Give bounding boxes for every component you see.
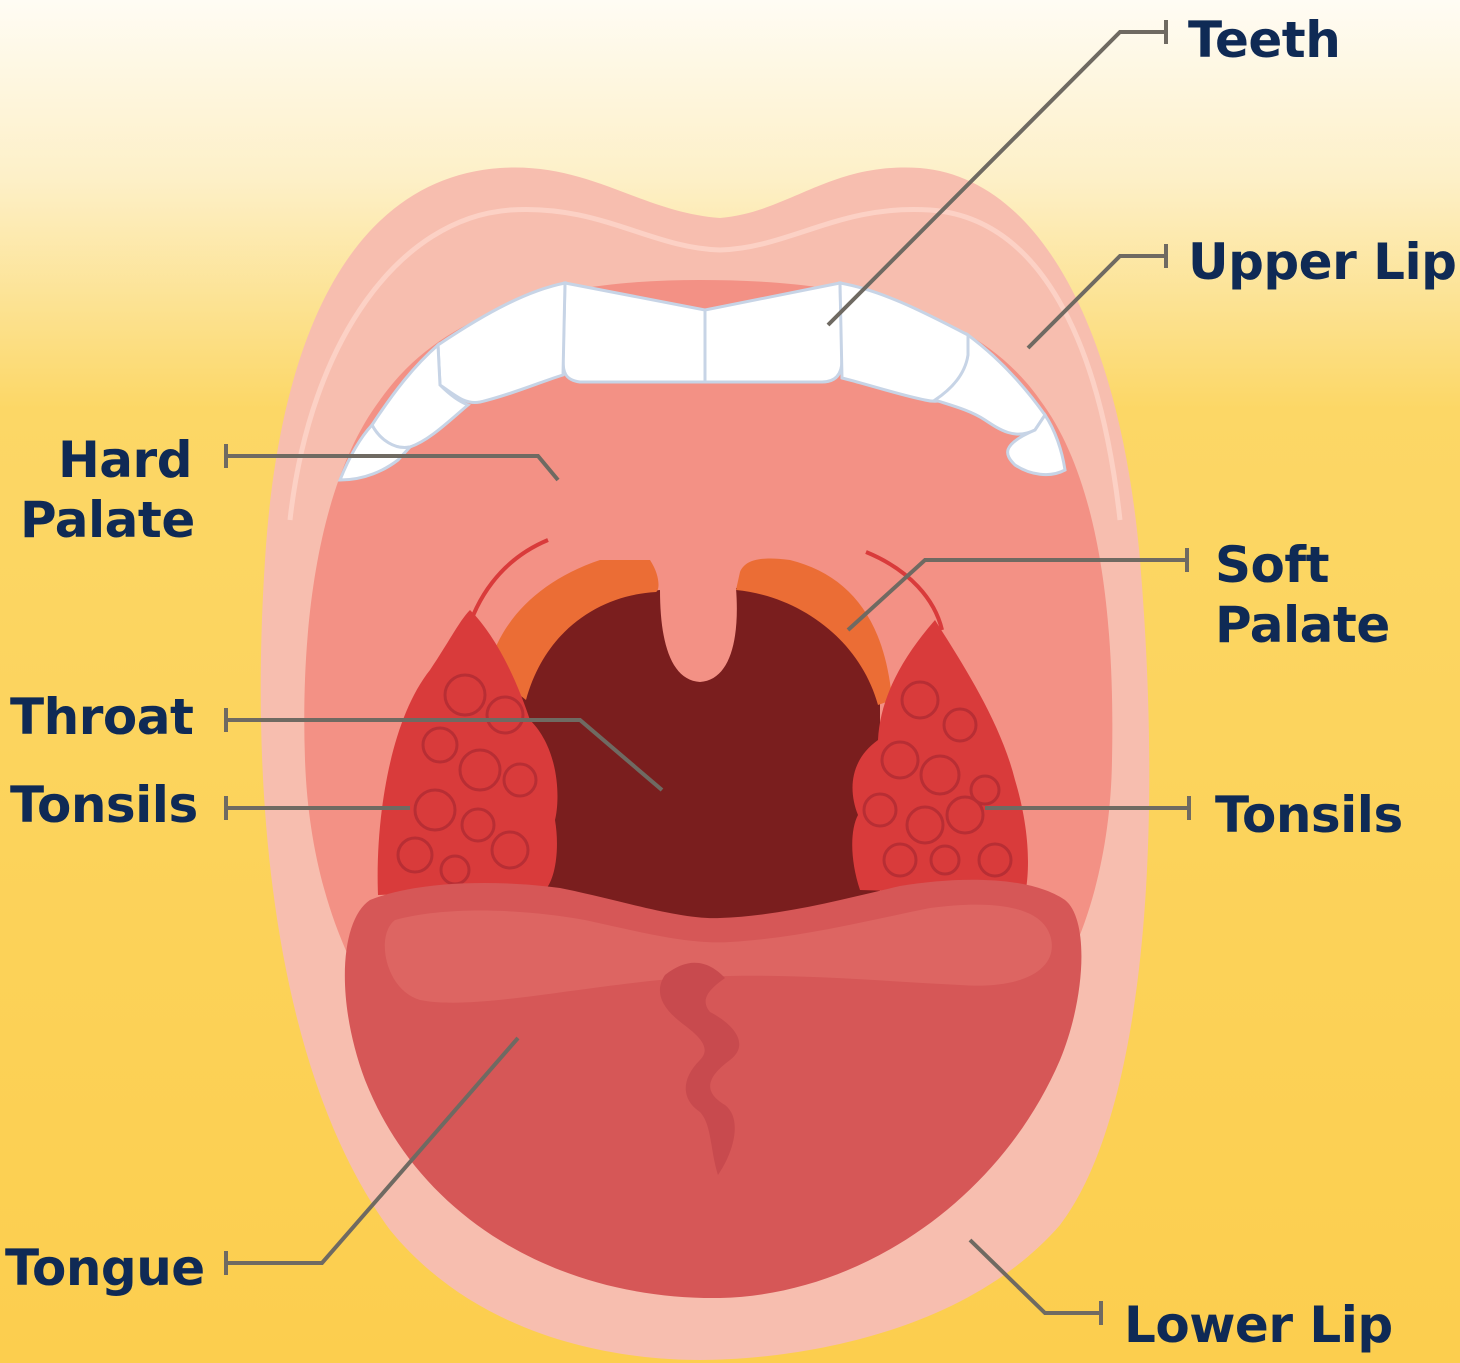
label-tonsils-left: Tonsils <box>10 775 192 835</box>
label-soft-palate: Soft Palate <box>1215 535 1390 655</box>
label-hard-palate-line2: Palate <box>20 490 192 550</box>
label-teeth: Teeth <box>1188 10 1340 70</box>
label-soft-palate-line1: Soft <box>1215 535 1390 595</box>
label-hard-palate-line1: Hard <box>20 430 192 490</box>
label-soft-palate-line2: Palate <box>1215 595 1390 655</box>
label-hard-palate: Hard Palate <box>20 430 192 550</box>
label-lower-lip: Lower Lip <box>1124 1295 1393 1355</box>
label-throat: Throat <box>10 687 192 747</box>
label-upper-lip: Upper Lip <box>1188 232 1456 292</box>
label-tonsils-right: Tonsils <box>1215 785 1403 845</box>
label-tongue: Tongue <box>5 1238 192 1298</box>
